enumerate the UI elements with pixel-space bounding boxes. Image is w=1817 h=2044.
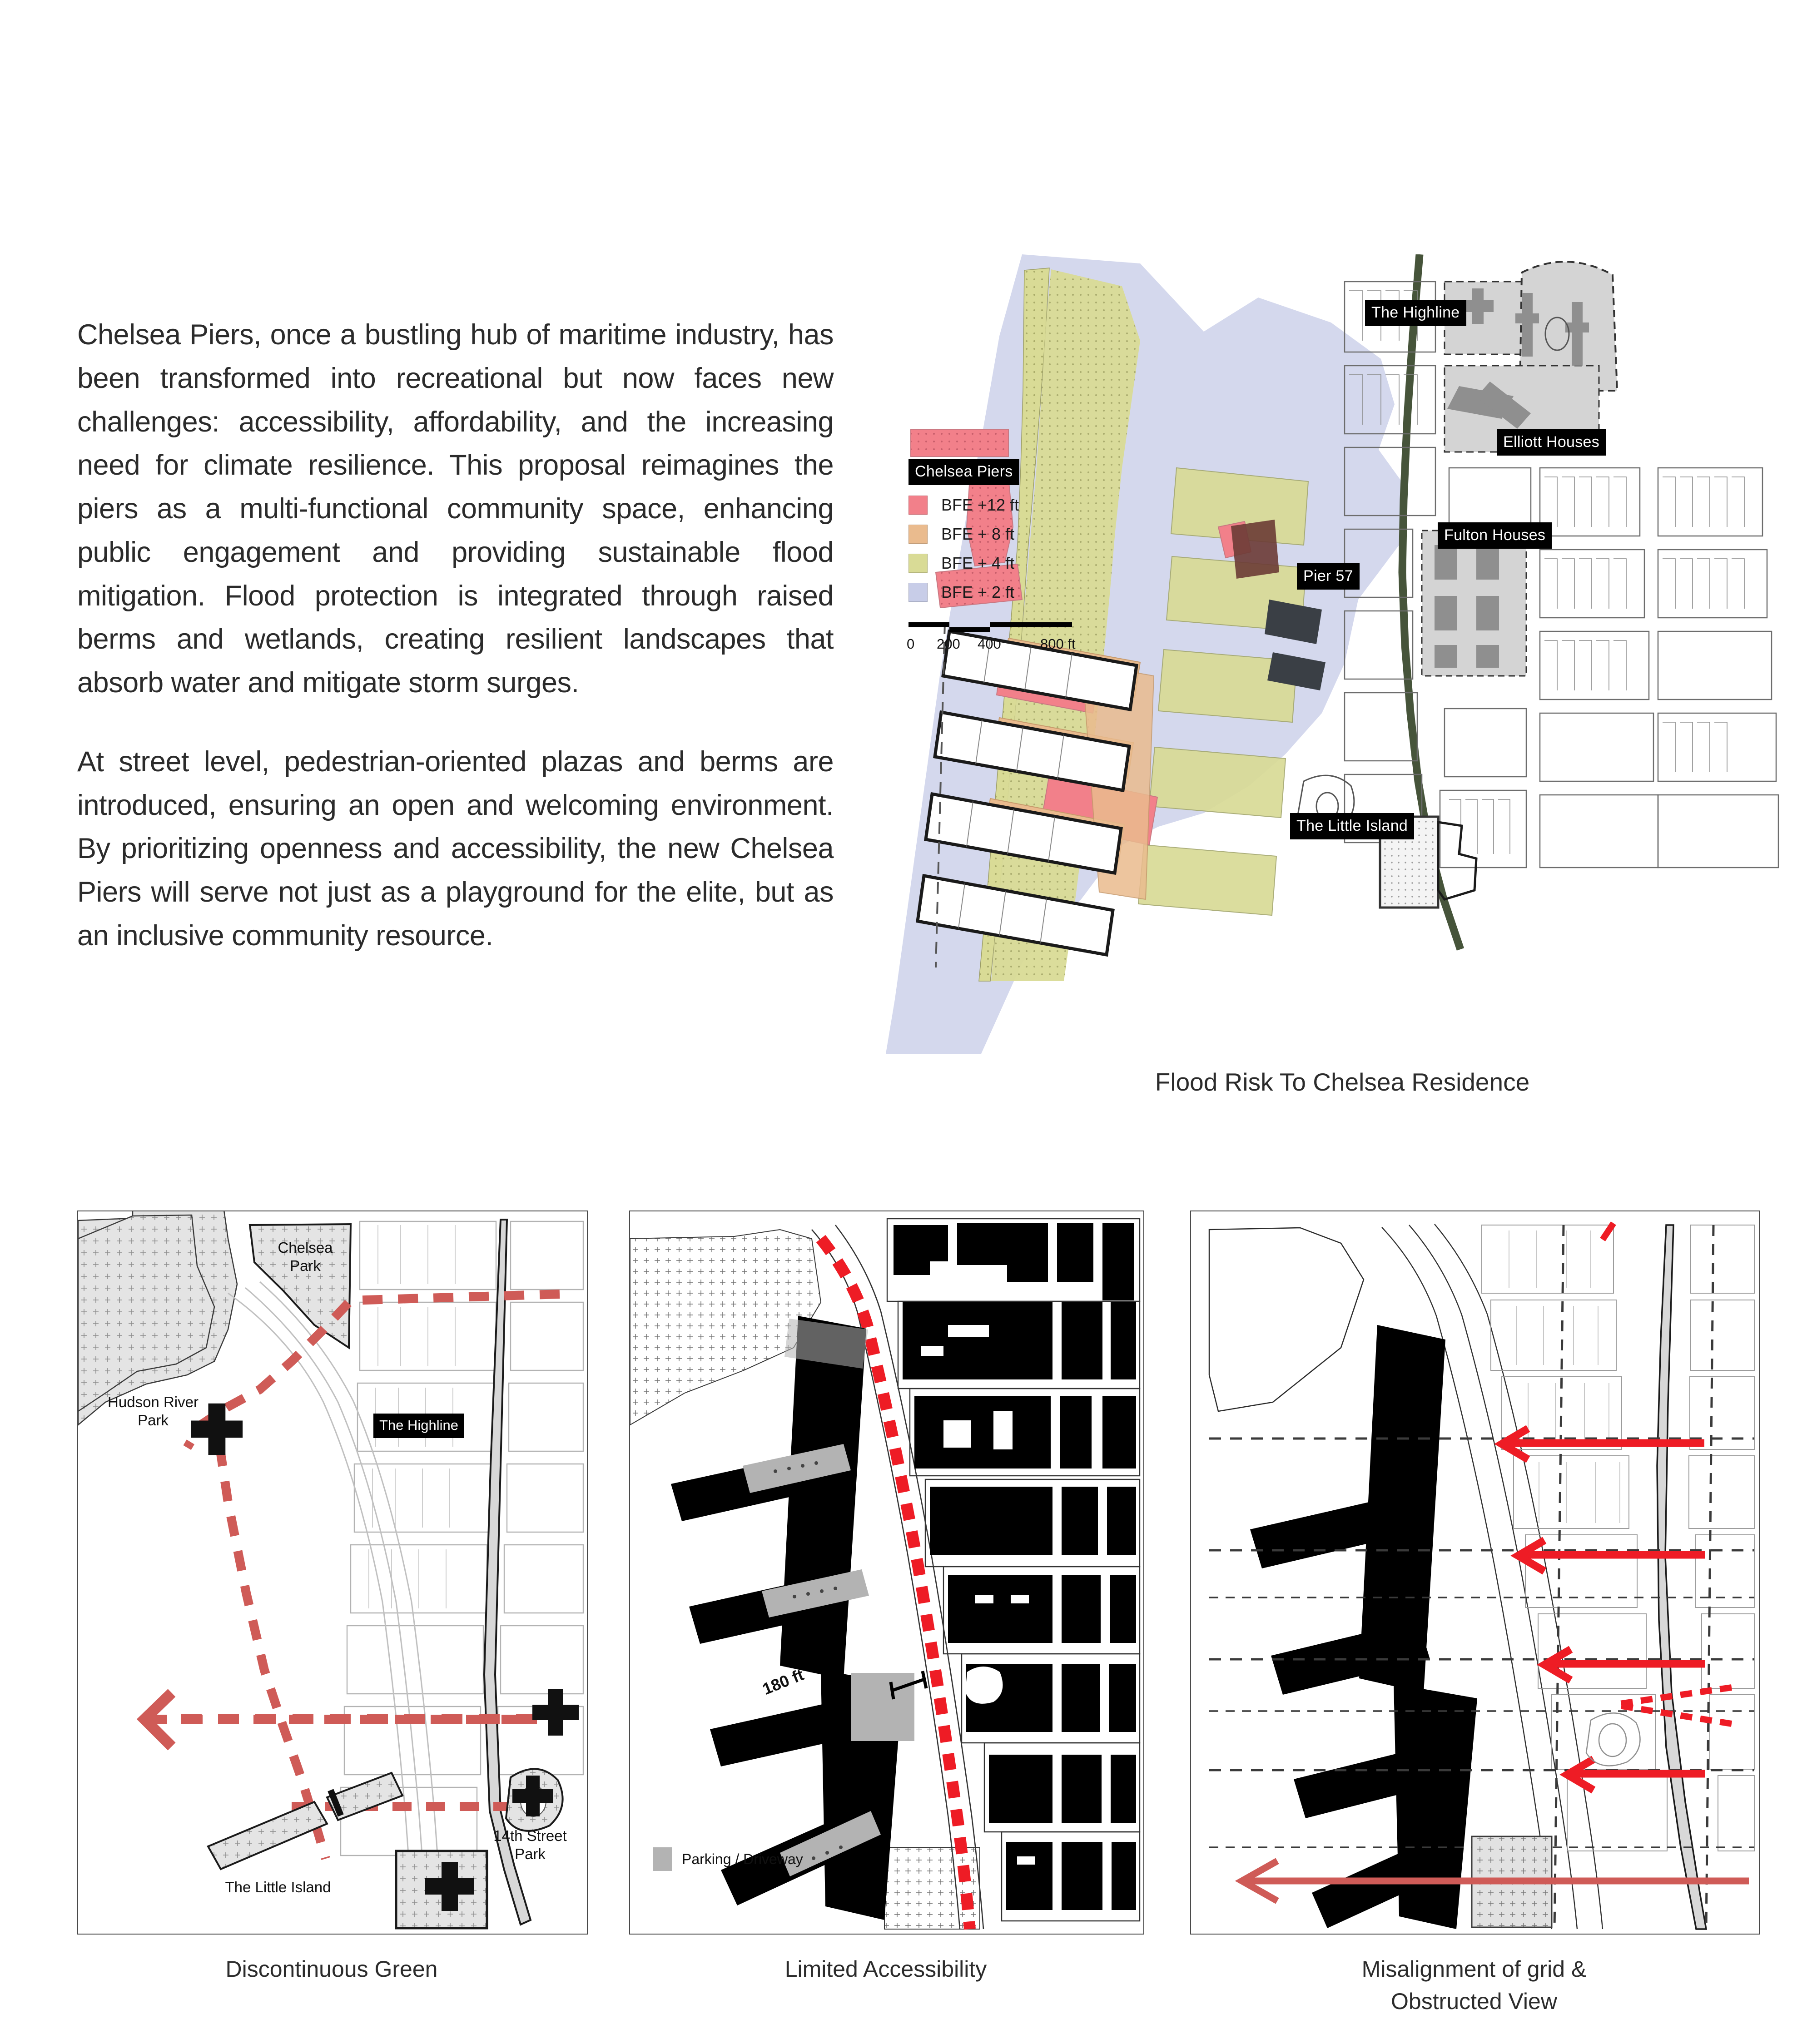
caption-line-2: Obstructed View (1391, 1989, 1557, 2014)
scale-bar-ticks: 0 200 400 800 ft (907, 636, 1090, 654)
caption-line-1: Misalignment of grid & (1361, 1956, 1587, 1982)
intro-paragraph-2: At street level, pedestrian-oriented pla… (77, 745, 834, 952)
parking-legend-swatch (653, 1847, 672, 1871)
caption-limited-accessibility: Limited Accessibility (784, 1956, 987, 1982)
discontinuous-green-graphic (78, 1211, 584, 1930)
map-label-the-highline: The Highline (1365, 300, 1466, 326)
parking-legend-label: Parking / Driveway (682, 1851, 803, 1867)
legend-item: BFE +12 ft (908, 493, 1019, 517)
map-label-chelsea-piers: Chelsea Piers (908, 459, 1019, 485)
legend-item: BFE + 8 ft (908, 522, 1019, 546)
scale-tick-200: 200 (937, 636, 960, 652)
legend-item: BFE + 2 ft (908, 580, 1019, 605)
legend-item: BFE + 4 ft (908, 551, 1019, 575)
legend-swatch-bfe-2 (908, 583, 928, 602)
legend-label-bfe-4: BFE + 4 ft (941, 554, 1015, 572)
map-label-elliott-houses: Elliott Houses (1497, 429, 1606, 456)
legend-label-bfe-8: BFE + 8 ft (941, 525, 1015, 543)
intro-text-block: Chelsea Piers, once a bustling hub of ma… (77, 313, 834, 993)
legend-swatch-bfe-4 (908, 554, 928, 573)
misalignment-obstructed-view-graphic (1208, 1221, 1755, 1930)
intro-paragraph-1: Chelsea Piers, once a bustling hub of ma… (77, 319, 834, 699)
legend-label-bfe-2: BFE + 2 ft (941, 583, 1015, 601)
legend-swatch-bfe-12 (908, 496, 928, 515)
flood-map-caption: Flood Risk To Chelsea Residence (1155, 1068, 1530, 1096)
panel1-chip-the-highline: The Highline (373, 1414, 465, 1438)
flood-legend: BFE +12 ft BFE + 8 ft BFE + 4 ft BFE + 2… (908, 493, 1019, 609)
scale-bar: 0 200 400 800 ft (907, 622, 1090, 654)
scale-tick-0: 0 (907, 636, 915, 652)
panel1-label-the-little-island: The Little Island (225, 1879, 331, 1895)
scale-tick-800: 800 ft (1040, 636, 1076, 652)
map-label-fulton-houses: Fulton Houses (1438, 522, 1552, 549)
panel2-parking-legend: Parking / Driveway (653, 1847, 803, 1871)
panel-limited-accessibility: 180 ft Parking / Driveway (629, 1211, 1144, 1935)
scale-tick-400: 400 (978, 636, 1001, 652)
legend-label-bfe-12: BFE +12 ft (941, 496, 1019, 514)
caption-discontinuous-green: Discontinuous Green (225, 1956, 438, 1982)
flood-risk-map: The Highline Elliott Houses Chelsea Pier… (886, 254, 1799, 1054)
map-label-the-little-island: The Little Island (1290, 813, 1415, 839)
flood-risk-map-graphic (886, 254, 1779, 1054)
caption-misalignment-obstructed-view: Misalignment of grid & Obstructed View (1190, 1953, 1758, 2018)
scale-bar-graphic (908, 622, 1072, 632)
map-label-pier-57: Pier 57 (1297, 563, 1360, 590)
limited-accessibility-graphic (630, 1218, 1141, 1930)
legend-swatch-bfe-8 (908, 525, 928, 544)
panel-misalignment-obstructed-view (1190, 1211, 1760, 1935)
